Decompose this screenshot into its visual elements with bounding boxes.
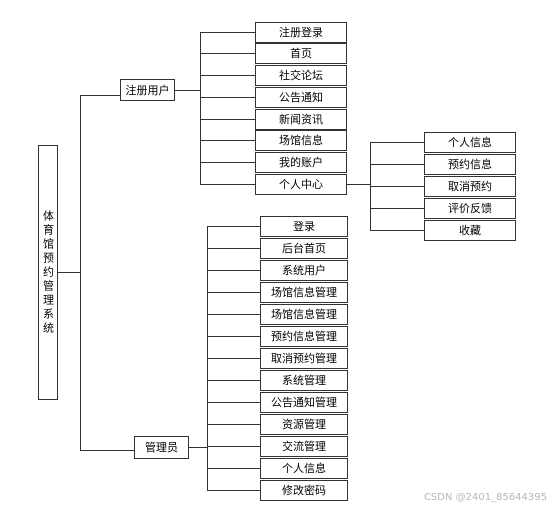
root-node: 体育馆预约管理系统 [38,145,58,400]
personal-center-item-box: 评价反馈 [424,198,516,219]
admin-item-box: 交流管理 [260,436,348,457]
admin-item-connector [207,292,260,293]
root-connector [58,272,80,273]
user-item-connector [200,162,255,163]
admin-item-box: 登录 [260,216,348,237]
personal-center-item-box: 个人信息 [424,132,516,153]
admin-item-connector [207,314,260,315]
admin-item-connector [207,490,260,491]
admin-item-connector [207,270,260,271]
admin-item-connector [207,358,260,359]
user-items-vertical [200,32,201,184]
user-item-connector [200,53,255,54]
watermark: CSDN @2401_85644395 [423,492,547,503]
personal-center-item-box: 收藏 [424,220,516,241]
user-item-box: 场馆信息 [255,130,347,151]
user-item-box: 新闻资讯 [255,109,347,130]
admin-branch-node: 管理员 [134,436,189,459]
admin-item-connector [207,468,260,469]
user-item-connector [200,75,255,76]
user-item-box: 公告通知 [255,87,347,108]
personal-center-item-box: 预约信息 [424,154,516,175]
personal-center-out [347,184,370,185]
user-item-connector [200,184,255,185]
root-branch-vertical [80,95,81,450]
personal-center-item-box: 取消预约 [424,176,516,197]
admin-item-connector [207,248,260,249]
admin-branch-connector [80,450,134,451]
admin-item-box: 场馆信息管理 [260,282,348,303]
admin-item-box: 后台首页 [260,238,348,259]
admin-item-box: 场馆信息管理 [260,304,348,325]
user-branch-node: 注册用户 [120,79,175,101]
user-item-box: 我的账户 [255,152,347,173]
personal-center-item-connector [370,208,424,209]
user-item-box: 个人中心 [255,174,347,195]
admin-item-connector [207,336,260,337]
user-branch-out [175,90,200,91]
user-item-connector [200,32,255,33]
personal-center-item-connector [370,142,424,143]
user-branch-connector [80,95,120,96]
personal-center-item-connector [370,230,424,231]
admin-item-box: 取消预约管理 [260,348,348,369]
user-item-box: 社交论坛 [255,65,347,86]
user-item-connector [200,140,255,141]
user-item-box: 首页 [255,43,347,64]
user-item-connector [200,97,255,98]
admin-item-connector [207,424,260,425]
admin-branch-out [189,447,207,448]
admin-item-connector [207,446,260,447]
admin-item-box: 修改密码 [260,480,348,501]
admin-item-box: 系统用户 [260,260,348,281]
admin-item-box: 资源管理 [260,414,348,435]
admin-item-connector [207,226,260,227]
user-item-connector [200,119,255,120]
admin-item-connector [207,402,260,403]
admin-item-connector [207,380,260,381]
admin-item-box: 预约信息管理 [260,326,348,347]
admin-item-box: 个人信息 [260,458,348,479]
user-item-box: 注册登录 [255,22,347,43]
personal-center-item-connector [370,186,424,187]
personal-center-item-connector [370,164,424,165]
admin-item-box: 系统管理 [260,370,348,391]
admin-item-box: 公告通知管理 [260,392,348,413]
